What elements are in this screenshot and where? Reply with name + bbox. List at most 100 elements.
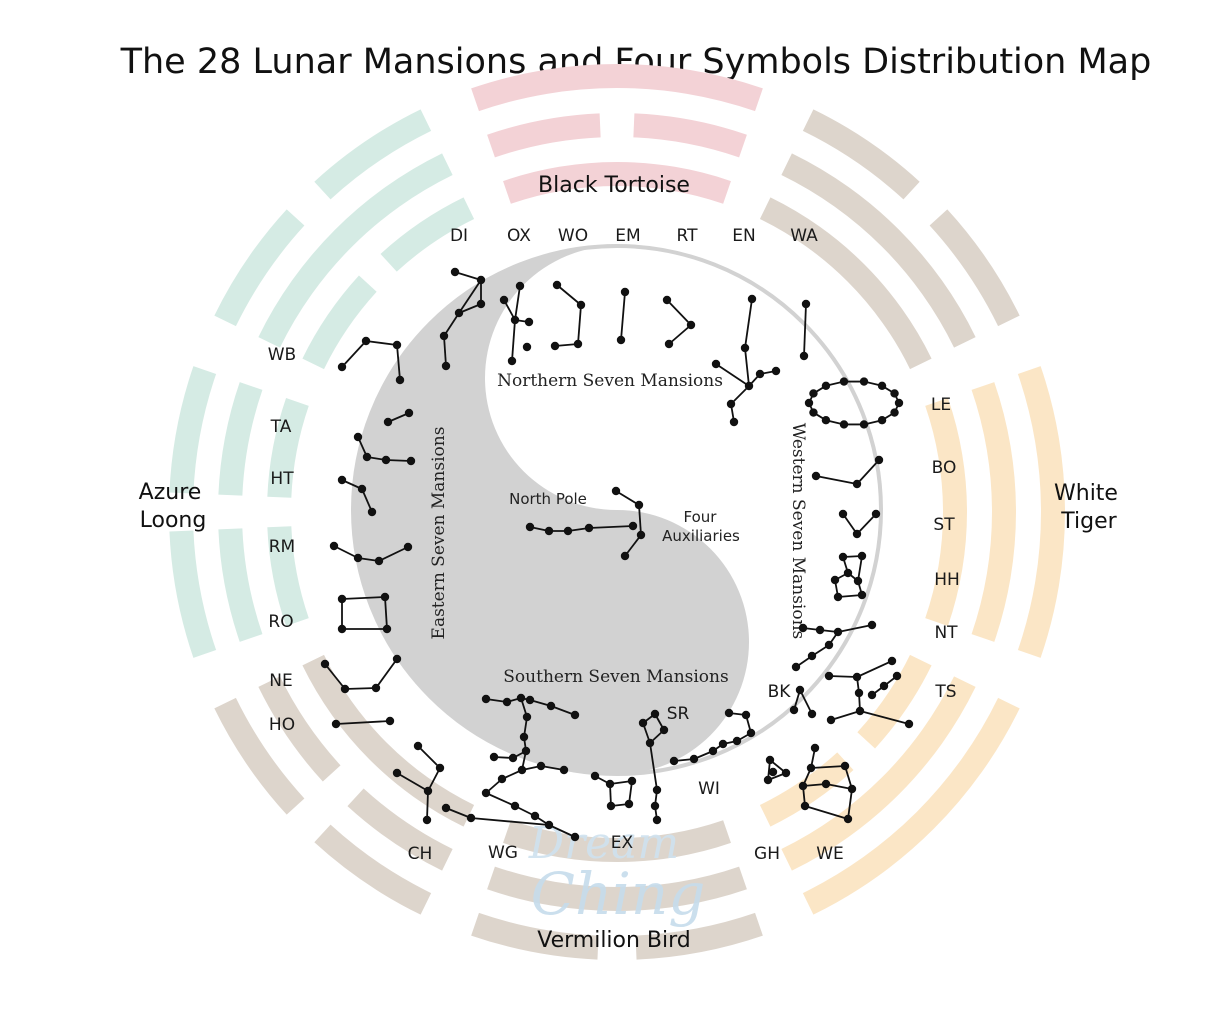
trigram-bar-1-1 (781, 153, 976, 348)
star-dot (367, 507, 377, 517)
star-dot (552, 280, 562, 290)
star-dot (809, 389, 818, 398)
constellation-line (744, 347, 750, 387)
star-dot (530, 811, 540, 821)
constellation-line (335, 720, 391, 725)
constellation-wg (441, 693, 580, 842)
trigram-bar-1-2-a (802, 109, 920, 200)
constellation-line (548, 824, 576, 838)
star-dot (627, 776, 637, 786)
constellation-line (556, 284, 582, 306)
star-dot (331, 719, 341, 729)
star-dot (821, 416, 831, 425)
star-dot (718, 739, 728, 749)
mansion-label-sr: SR (667, 704, 690, 724)
star-dot (441, 803, 451, 813)
constellation-di (439, 267, 486, 371)
star-dot (422, 815, 432, 825)
trigram-bar-3-0-b (759, 752, 854, 827)
mansion-label-ox: OX (507, 226, 531, 246)
four-auxiliaries-label-line2: Auxiliaries (662, 527, 740, 545)
mansion-label-en: EN (732, 226, 755, 246)
symbol-white-tiger-line2: Tiger (1060, 509, 1117, 534)
constellation-bk (789, 685, 817, 719)
star-dot (499, 295, 509, 305)
star-dot (502, 697, 512, 707)
watermark: Dream Ching (528, 818, 706, 928)
star-dot (519, 732, 529, 742)
mansion-label-le: LE (931, 395, 951, 415)
star-dot (650, 709, 660, 719)
star-dot (481, 788, 491, 798)
trigram-bar-4-0 (503, 820, 731, 863)
star-dot (890, 389, 899, 398)
constellation-line (828, 675, 858, 678)
mansion-label-ht: HT (270, 469, 294, 489)
trigram-bar-5-1-a (347, 788, 453, 871)
star-dot (521, 746, 531, 756)
constellation-line (384, 596, 388, 630)
star-dot (798, 623, 808, 633)
star-dot (454, 308, 464, 318)
constellation-line (624, 534, 642, 557)
star-dot (634, 500, 644, 510)
star-dot (544, 820, 554, 830)
trigram-bar-2-2 (1017, 366, 1065, 658)
trigram-bar-7-2-b (314, 109, 432, 200)
constellation-line (396, 772, 429, 792)
star-dot (616, 335, 626, 345)
constellation-line (454, 271, 482, 281)
star-dot (423, 786, 433, 796)
star-dot (590, 771, 600, 781)
star-dot (573, 339, 583, 349)
star-dot (508, 753, 518, 763)
star-dot (809, 408, 818, 417)
trigram-bar-4-2-a (635, 912, 763, 960)
star-dot (337, 475, 347, 485)
mansion-label-wa: WA (790, 226, 818, 246)
star-dot (620, 551, 630, 561)
star-dot (877, 416, 887, 425)
star-dot (381, 455, 391, 465)
trigram-bar-6-1-a (218, 528, 263, 642)
trigram-bar-7-1 (258, 153, 453, 348)
constellation-line (396, 344, 401, 381)
star-dot (337, 594, 347, 604)
star-dot (807, 709, 817, 719)
star-dot (824, 671, 834, 681)
mansion-label-wi: WI (698, 779, 720, 799)
constellation-line (427, 767, 441, 792)
mansion-label-ho: HO (269, 715, 295, 735)
trigram-bar-5-2-a (314, 824, 432, 915)
constellation-line (815, 475, 858, 485)
constellation-line (485, 792, 516, 807)
mansion-label-gh: GH (754, 844, 780, 864)
constellation-line (378, 546, 409, 562)
trigram-bar-7-2-a (214, 209, 305, 327)
mansion-label-wg: WG (488, 843, 518, 863)
star-dot (867, 690, 877, 700)
star-dot (874, 455, 884, 465)
constellation-line (856, 513, 877, 535)
star-dot (843, 568, 853, 578)
star-dot (392, 768, 402, 778)
trigram-bar-1-2-b (929, 209, 1020, 327)
star-dot (536, 761, 546, 771)
constellation-rt (662, 295, 696, 349)
constellation-ts (824, 656, 914, 729)
star-dot (550, 341, 560, 351)
star-dot (353, 432, 363, 442)
star-dot (546, 701, 556, 711)
star-dot (652, 785, 662, 795)
constellation-line (365, 340, 398, 346)
star-dot (525, 695, 535, 705)
trigram-bar-6-1-b (218, 382, 263, 496)
trigram-bar-6-2-a (169, 530, 217, 658)
constellation-ta (383, 408, 414, 427)
constellation-gh (763, 755, 791, 785)
constellation-line (668, 324, 692, 345)
star-dot (606, 801, 616, 811)
star-dot (320, 659, 330, 669)
star-dot (815, 625, 825, 635)
star-dot (877, 381, 887, 390)
